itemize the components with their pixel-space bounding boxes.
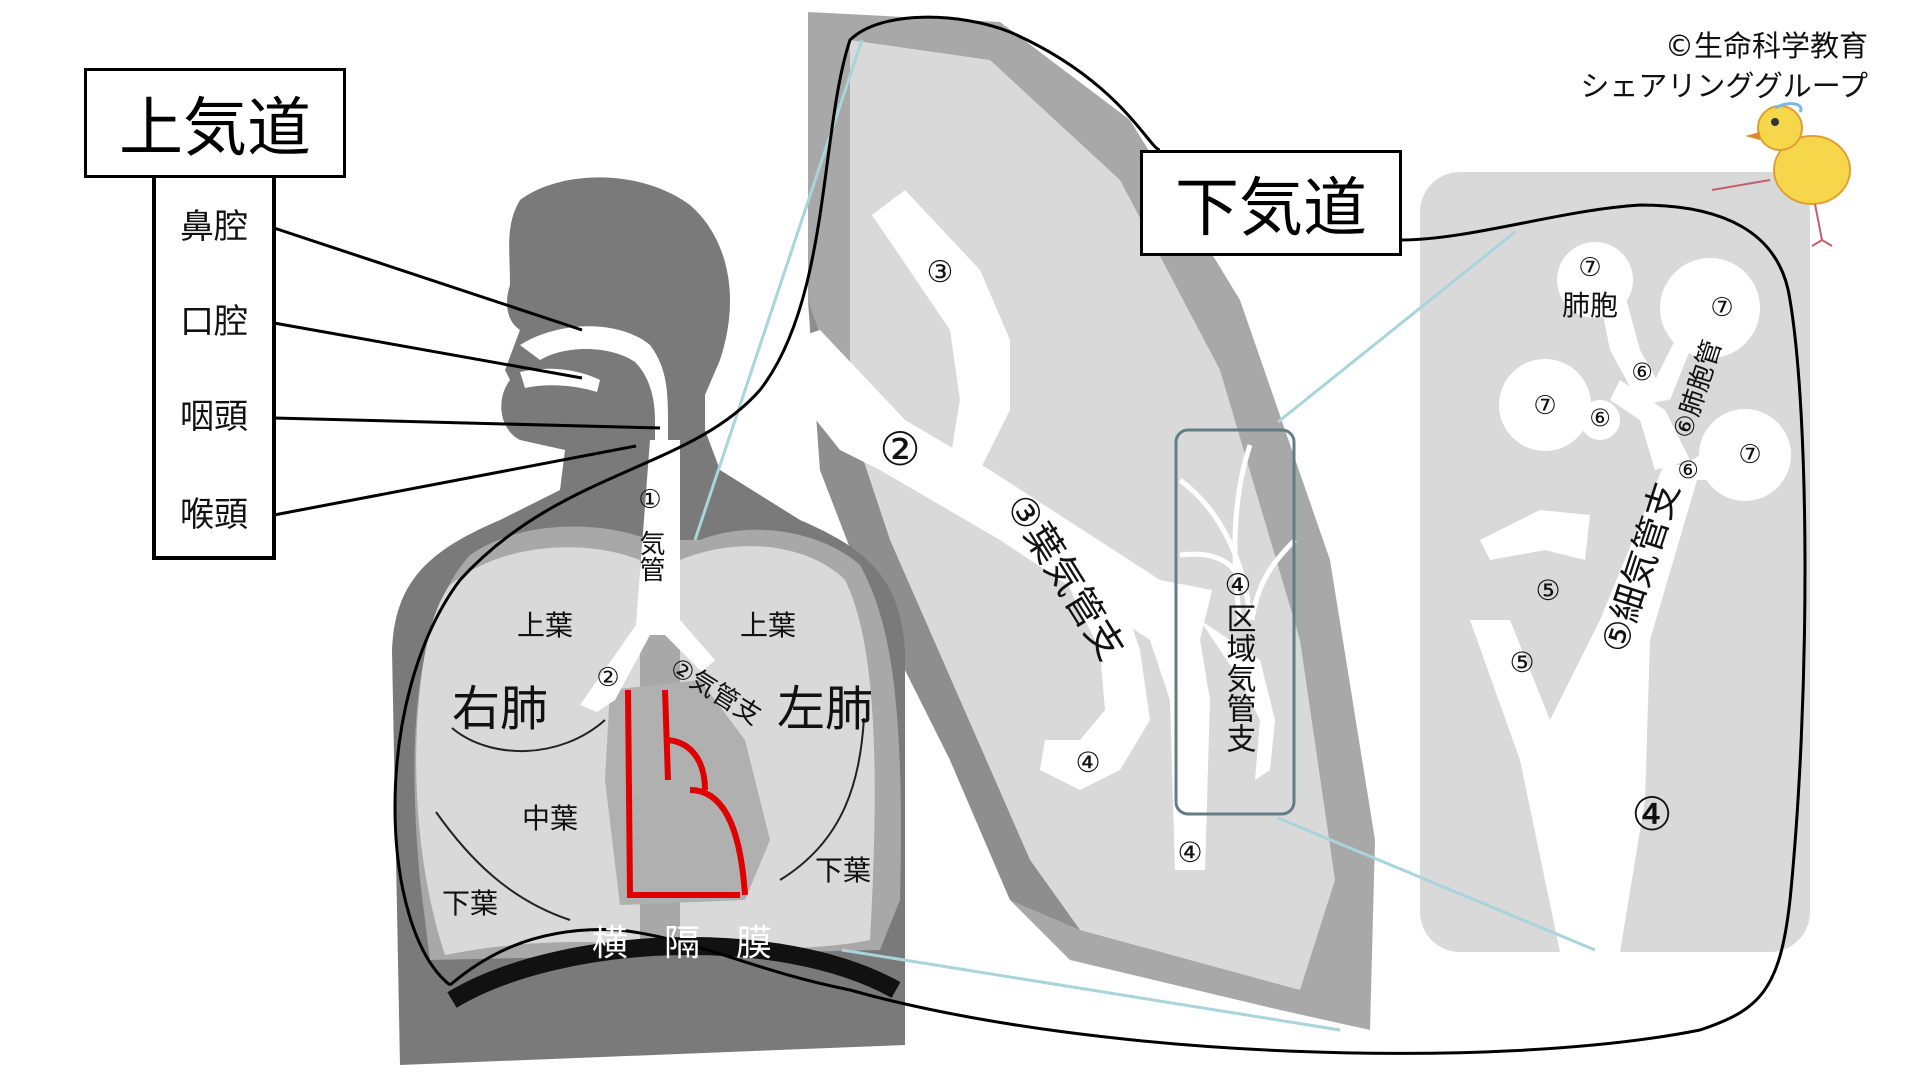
nasal-oral-airway <box>520 326 668 590</box>
lung-zoom-airway <box>760 190 1275 870</box>
alveoli-background <box>1420 172 1810 952</box>
duct-number-a: ⑥ <box>1631 358 1653 386</box>
middle-lobe: 中葉 <box>522 802 578 835</box>
segment-highlight-box <box>1174 428 1296 816</box>
alveolus-label: 肺胞 <box>1562 289 1618 322</box>
alveolus-middle-left <box>1499 359 1591 451</box>
upper-airway-item-pharynx: 咽頭 <box>180 397 248 437</box>
alveoli-segmental-number: ④ <box>1631 787 1672 841</box>
segmental-number-a: ④ <box>1075 746 1100 779</box>
alveolus-right <box>1699 409 1791 501</box>
alveolus-number-d: ⑦ <box>1738 440 1761 470</box>
upper-airway-item-oral: 口腔 <box>180 302 248 342</box>
duct-number-b: ⑥ <box>1589 404 1611 432</box>
left-lung-text: 左肺 <box>777 681 873 737</box>
lobe-fissures <box>435 717 865 921</box>
segmental-number-b: ④ <box>1177 836 1202 869</box>
trachea-label: 気管 <box>635 530 665 582</box>
segmental-bronchus-label: ④区域気管支 <box>1221 568 1256 753</box>
alveolus-number-b: ⑦ <box>1710 293 1733 323</box>
left-lung-label: 左肺 <box>777 681 873 737</box>
lobar-bronchus-number: ③ <box>927 255 954 290</box>
torso <box>392 177 905 1065</box>
lung-zoom-segment-branches <box>1178 444 1297 621</box>
heart-vessels <box>625 689 748 898</box>
copyright-notice: ©生命科学教育 シェアリンググループ <box>1580 26 1868 106</box>
lower-airway-outline <box>393 15 1161 987</box>
lower-airway-title-box: 下気道 <box>1140 150 1402 256</box>
main-bronchus-number: ② <box>879 422 920 476</box>
trachea-number: ① <box>638 485 661 515</box>
diaphragm-label: 横 隔 膜 <box>592 923 772 964</box>
lung-zoom-panel <box>760 12 1375 1030</box>
upper-airway-title: 上気道 <box>119 92 311 166</box>
bronchus-number: ② <box>596 663 619 693</box>
alveolus-number-a: ⑦ <box>1578 253 1601 283</box>
duct-number-c: ⑥ <box>1677 456 1699 484</box>
upper-airway-item-larynx: 喉頭 <box>180 495 248 535</box>
upper-airway-item-nasal: 鼻腔 <box>180 207 248 247</box>
alveoli-zoom-panel <box>1420 172 1810 952</box>
bronchiole-tree <box>1470 242 1791 952</box>
diaphragm-band <box>447 936 901 1008</box>
bronchiole-number-b: ⑤ <box>1509 646 1534 679</box>
right-lower-lobe: 下葉 <box>442 887 498 920</box>
lower-airway-outline-b <box>449 203 1807 1055</box>
right-lung-text: 右肺 <box>452 681 548 737</box>
left-lower-lobe: 下葉 <box>815 854 871 887</box>
copyright-line-1: ©生命科学教育 <box>1664 29 1868 63</box>
alveolus-top-right <box>1660 258 1760 358</box>
left-upper-lobe: 上葉 <box>740 609 796 642</box>
region-outlines <box>393 15 1807 1055</box>
right-lung-label: 右肺 <box>452 681 548 737</box>
trachea <box>580 440 715 712</box>
upper-airway-title-box: 上気道 <box>84 68 346 178</box>
alveolus-number-c: ⑦ <box>1533 391 1556 421</box>
copyright-line-2: シェアリンググループ <box>1580 69 1868 103</box>
right-upper-lobe: 上葉 <box>517 609 573 642</box>
heart <box>605 680 770 905</box>
lower-airway-title: 下気道 <box>1175 172 1367 246</box>
chick-mascot-icon <box>1711 102 1851 247</box>
alveolus-top-left <box>1557 242 1633 318</box>
upper-airway-leaders <box>273 226 661 517</box>
bronchiole-number-a: ⑤ <box>1535 574 1560 607</box>
